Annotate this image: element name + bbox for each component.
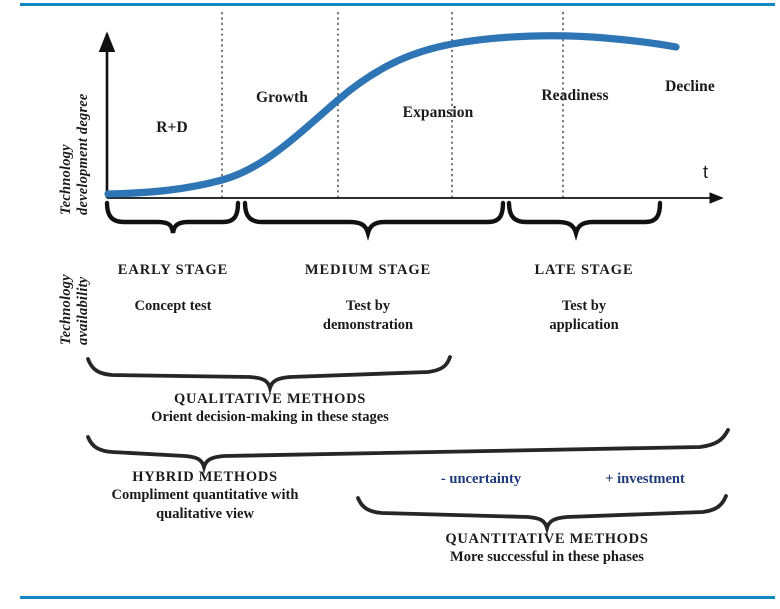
- brace-late-stage: [506, 200, 663, 241]
- brace-quantitative: [356, 494, 728, 535]
- y-axis-title-secondary-line1: Technology: [58, 274, 74, 345]
- method-title-qualitative: QUALITATIVE METHODS: [173, 391, 367, 407]
- phase-label-growth: Growth: [256, 89, 308, 106]
- brace-early-stage: [104, 200, 241, 234]
- stage-title-early: EARLY STAGE: [117, 262, 229, 278]
- annotation-investment: + investment: [605, 471, 685, 487]
- method-block-hybrid: HYBRID METHODS Compliment quantitative w…: [112, 469, 299, 524]
- method-sub-quantitative-line1: More successful in these phases: [450, 549, 644, 565]
- method-sub-hybrid-line1: Compliment quantitative with: [111, 487, 299, 503]
- stage-sub-medium-line1: Test by: [345, 298, 391, 314]
- stage-block-early: EARLY STAGE Concept test: [118, 262, 229, 316]
- y-axis-title-secondary: Technology availability: [58, 274, 92, 345]
- phase-label-readiness: Readiness: [541, 87, 609, 104]
- stage-block-late: LATE STAGE Test by application: [534, 262, 633, 335]
- stage-sub-early-line1: Concept test: [134, 298, 212, 314]
- method-block-qualitative: QUALITATIVE METHODS Orient decision-maki…: [151, 391, 389, 427]
- brace-medium-stage: [242, 200, 506, 241]
- phase-label-rd: R+D: [156, 119, 188, 136]
- y-axis-title-primary: Technology development degree: [58, 93, 92, 215]
- stage-sub-late-line2: application: [549, 317, 619, 333]
- annotation-uncertainty: - uncertainty: [440, 471, 522, 487]
- x-axis-label: t: [703, 162, 709, 182]
- brace-hybrid: [86, 428, 730, 474]
- accent-rule-top: [20, 3, 775, 6]
- method-block-quantitative: QUANTITATIVE METHODS More successful in …: [445, 531, 648, 567]
- method-title-hybrid: HYBRID METHODS: [132, 469, 278, 485]
- method-sub-hybrid-line2: qualitative view: [156, 506, 254, 522]
- s-curve: [104, 32, 680, 198]
- method-sub-qualitative-line1: Orient decision-making in these stages: [151, 409, 389, 425]
- y-axis-title-primary-line1: Technology: [58, 144, 74, 215]
- y-axis-title-primary-line2: development degree: [75, 93, 91, 215]
- stage-braces: [104, 200, 663, 241]
- method-title-quantitative: QUANTITATIVE METHODS: [445, 531, 649, 547]
- phase-label-decline: Decline: [665, 78, 715, 95]
- accent-rule-bottom: [20, 596, 775, 599]
- stage-sub-medium-line2: demonstration: [322, 317, 414, 333]
- stage-sub-late-line1: Test by: [561, 298, 607, 314]
- stage-block-medium: MEDIUM STAGE Test by demonstration: [305, 262, 431, 335]
- stage-title-late: LATE STAGE: [534, 262, 634, 278]
- y-axis-title-secondary-line2: availability: [75, 276, 91, 345]
- phase-label-expansion: Expansion: [402, 104, 474, 121]
- brace-qualitative: [86, 355, 452, 395]
- stage-title-medium: MEDIUM STAGE: [304, 262, 432, 278]
